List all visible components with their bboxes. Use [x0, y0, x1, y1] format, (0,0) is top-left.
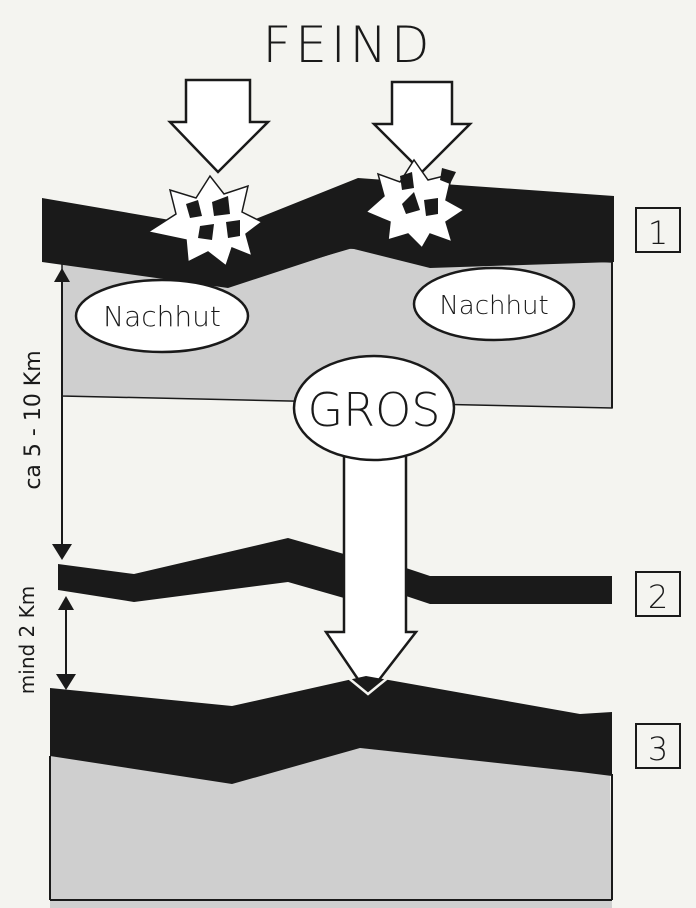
line-2-number: 2 [648, 578, 668, 616]
enemy-attack-arrow-left [167, 78, 272, 174]
debris [440, 168, 456, 184]
debris [424, 198, 438, 216]
debris [212, 196, 230, 216]
main-body-advance-arrow [323, 450, 419, 697]
main-body [292, 354, 456, 462]
line-1-number: 1 [648, 214, 668, 252]
arrow-tip [345, 675, 391, 696]
arrow-head-down [52, 544, 72, 560]
debris [402, 192, 420, 214]
line-3-number: 3 [648, 730, 668, 768]
line-2-number-box [635, 571, 681, 617]
distance-label-2: mind 2 Km [15, 586, 39, 694]
main-body-label: GROS [307, 383, 440, 437]
rear-zone [50, 748, 612, 908]
rearguard-left-label: Nachhut [103, 300, 221, 333]
debris [186, 200, 202, 218]
enemy-attack-arrow-right [370, 80, 474, 174]
line-3-number-box [635, 723, 681, 769]
rearguard-right-label: Nachhut [439, 291, 548, 321]
debris [198, 224, 214, 240]
debris [400, 172, 414, 190]
defense-line-2-left [58, 538, 344, 602]
impact-burst-left [146, 174, 264, 268]
rearguard-left [74, 278, 250, 354]
defense-line-1 [42, 178, 614, 288]
arrow-head-down [56, 674, 76, 690]
arrow-head-up [54, 268, 70, 282]
defense-line-2-right [406, 568, 612, 604]
title: FEIND [262, 16, 433, 74]
arrow-head-up [58, 596, 74, 610]
rearguard-right [412, 266, 576, 342]
debris [226, 220, 240, 238]
defense-line-3 [50, 676, 612, 784]
distance-label-1: ca 5 - 10 Km [21, 350, 46, 489]
line-1-number-box [635, 207, 681, 253]
